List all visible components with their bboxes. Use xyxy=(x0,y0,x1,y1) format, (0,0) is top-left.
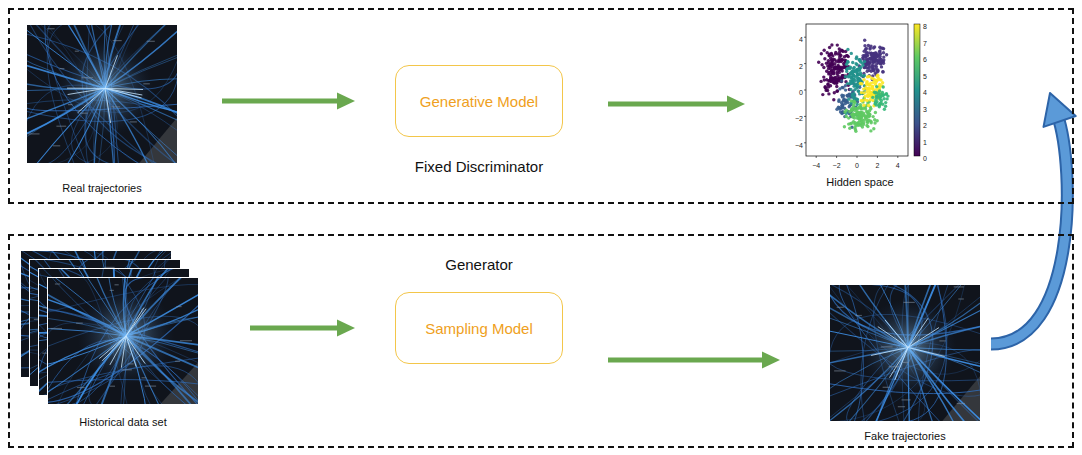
text-holder: 1 xyxy=(923,132,927,148)
tick-label: 3 xyxy=(923,106,927,113)
tick-label: 8 xyxy=(923,23,927,30)
trajectory-image: Fake trajectories xyxy=(825,284,985,442)
text-holder: 5 xyxy=(923,66,927,82)
arrow-head xyxy=(1044,93,1076,127)
text-holder: Real trajectories xyxy=(22,178,182,196)
text-holder: 4 xyxy=(923,82,927,98)
scatter-illustration xyxy=(790,18,970,168)
tick-label: 2 xyxy=(799,63,803,70)
text-holder: −2 xyxy=(795,108,803,124)
feedback-arrow xyxy=(991,93,1076,344)
tick-label: 2 xyxy=(923,122,927,129)
model-label: Generative Model xyxy=(420,93,538,110)
arrow-head xyxy=(337,93,355,110)
text-holder: −4 xyxy=(795,135,803,151)
text-holder: −4 xyxy=(812,155,820,171)
text-holder: 7 xyxy=(923,33,927,49)
tick-label: 4 xyxy=(799,36,803,43)
tick-label: 4 xyxy=(923,89,927,96)
map-illustration xyxy=(26,24,178,164)
text-holder: 2 xyxy=(875,155,879,171)
flow-arrow xyxy=(608,96,745,113)
text-holder: Historical data set xyxy=(47,412,199,430)
text-holder: 4 xyxy=(896,155,900,171)
flow-arrow xyxy=(250,320,355,337)
tick-label: −4 xyxy=(812,162,820,169)
model-label: Sampling Model xyxy=(425,320,533,337)
text-holder: 2 xyxy=(923,115,927,131)
image-caption: Hidden space xyxy=(826,176,893,188)
image-caption: Historical data set xyxy=(79,416,166,428)
arrow-head xyxy=(762,352,780,369)
tick-label: 1 xyxy=(923,139,927,146)
tick-label: 0 xyxy=(799,89,803,96)
image-caption: Real trajectories xyxy=(62,182,141,194)
flow-arrow xyxy=(608,352,780,369)
text-holder: 2 xyxy=(799,56,803,72)
tick-label: −4 xyxy=(795,142,803,149)
tick-label: 0 xyxy=(923,155,927,162)
text-holder: 3 xyxy=(923,99,927,115)
text-holder: 8 xyxy=(923,16,927,32)
tick-label: 2 xyxy=(875,162,879,169)
tick-label: 0 xyxy=(855,162,859,169)
text-holder: Sampling Model xyxy=(425,320,533,337)
flow-arrow xyxy=(222,93,355,110)
tick-label: −2 xyxy=(795,115,803,122)
text-holder: Hidden space xyxy=(790,172,930,190)
text-holder: 0 xyxy=(799,82,803,98)
group-title: Generator xyxy=(445,256,513,273)
model-box: Generative Model xyxy=(395,65,563,137)
text-holder: Fixed Discriminator xyxy=(395,158,563,176)
model-box: Sampling Model xyxy=(395,292,563,364)
dashed-group: GeneratorHistorical data set Sampling Mod… xyxy=(8,234,1074,448)
map-illustration xyxy=(20,250,200,406)
tick-label: 7 xyxy=(923,40,927,47)
text-holder: Generator xyxy=(395,256,563,274)
group-title: Fixed Discriminator xyxy=(415,158,543,175)
text-holder: −2 xyxy=(833,155,841,171)
map-illustration xyxy=(829,284,981,422)
text-holder: Generative Model xyxy=(420,93,538,110)
arrow-head xyxy=(337,320,355,337)
tick-label: 4 xyxy=(896,162,900,169)
dashed-group: Fixed DiscriminatorReal trajectories Gene… xyxy=(8,8,1074,204)
text-holder: Fake trajectories xyxy=(825,426,985,444)
image-caption: Fake trajectories xyxy=(864,430,945,442)
trajectory-image: Real trajectories xyxy=(22,24,182,196)
text-holder: 4 xyxy=(799,29,803,45)
text-holder: 6 xyxy=(923,49,927,65)
text-holder: 0 xyxy=(923,148,927,164)
tick-label: 5 xyxy=(923,73,927,80)
tick-label: −2 xyxy=(833,162,841,169)
tick-label: 6 xyxy=(923,56,927,63)
text-holder: 0 xyxy=(855,155,859,171)
arrow-head xyxy=(727,96,745,113)
dataset-stack: Historical data set xyxy=(20,250,210,430)
